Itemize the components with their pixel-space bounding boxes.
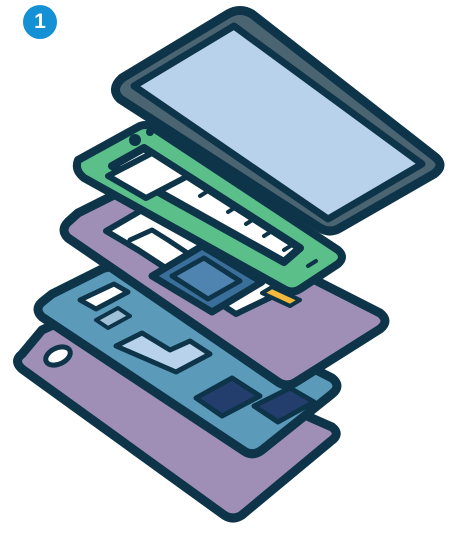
step-number-badge: 1 [23,5,57,39]
sensor-dot [146,128,154,136]
camera-ring [129,134,141,146]
